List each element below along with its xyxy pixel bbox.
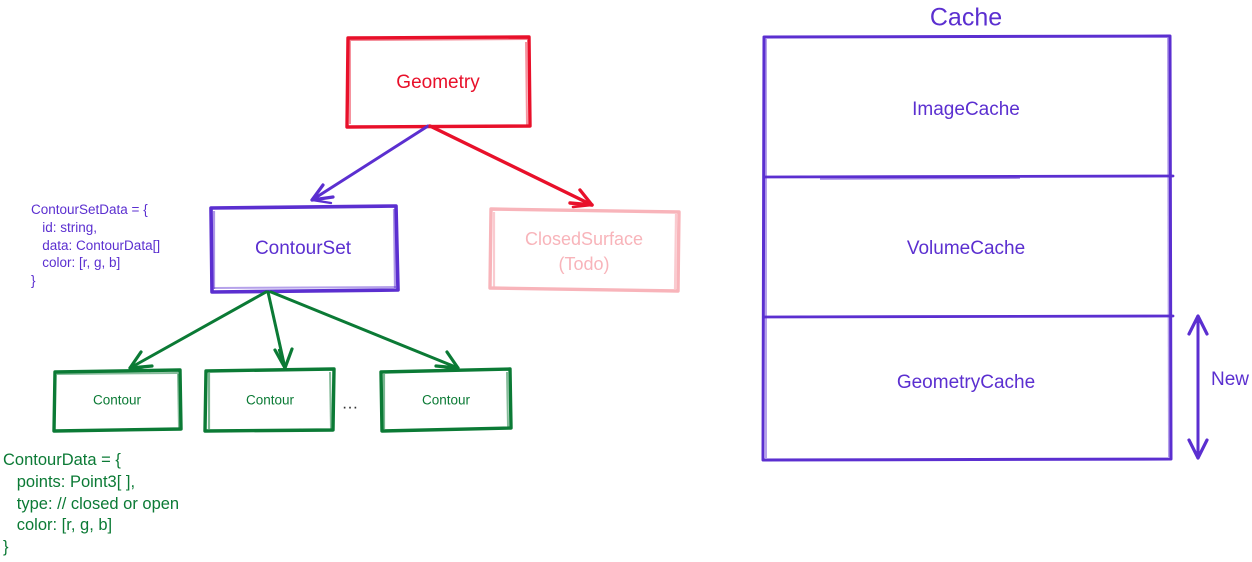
cache-title: Cache (929, 3, 1003, 32)
contour-label-2: Contour (245, 392, 295, 408)
cache-row-volume-cache[interactable]: VolumeCache (906, 238, 1026, 260)
cache-row-geometry-cache[interactable]: GeometryCache (896, 372, 1036, 394)
cache-divider-1 (762, 174, 1175, 179)
new-range-arrow (1187, 314, 1209, 460)
contour-label-3: Contour (421, 392, 471, 408)
geometry-label: Geometry (396, 72, 480, 94)
contourset-label: ContourSet (254, 238, 352, 260)
contour-ellipsis: … (341, 393, 359, 413)
arrow-geometry-to-contourset (310, 124, 430, 205)
contour-data-annotation: ContourData = { points: Point3[ ], type:… (3, 451, 180, 557)
arrow-contourset-to-contour-1 (128, 290, 268, 373)
cache-row-image-cache[interactable]: ImageCache (912, 99, 1020, 121)
closedsurface-label-line2: (Todo) (558, 253, 610, 274)
contour-set-data-annotation: ContourSetData = { id: string, data: Con… (31, 202, 161, 289)
arrow-geometry-to-closedsurface (428, 124, 594, 209)
contour-label-1: Contour (92, 392, 142, 408)
new-marker-label: New (1210, 369, 1250, 391)
arrow-contourset-to-contour-2 (266, 290, 294, 370)
closedsurface-label-line1: ClosedSurface (524, 228, 644, 249)
arrow-contourset-to-contour-3 (269, 290, 460, 373)
cache-divider-2 (762, 314, 1175, 319)
